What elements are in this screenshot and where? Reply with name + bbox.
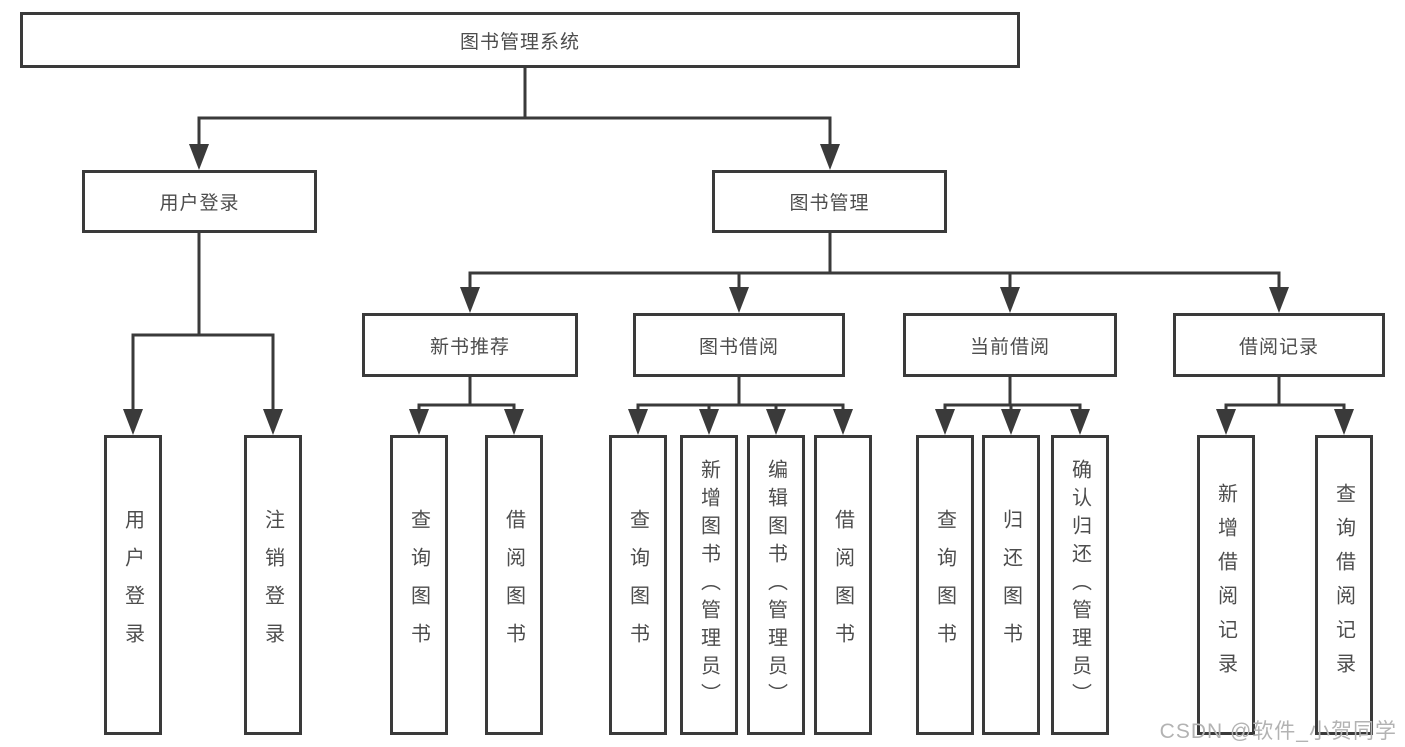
leaf-borrowing-borrow-books: 借阅图书 xyxy=(814,435,872,735)
leaf-current-return-books: 归还图书 xyxy=(982,435,1040,735)
leaf-current-confirm-return-admin: 确认归还（管理员） xyxy=(1051,435,1109,735)
leaf-logout: 注销登录 xyxy=(244,435,302,735)
node-book-borrowing: 图书借阅 xyxy=(633,313,845,377)
leaf-records-query-record: 查询借阅记录 xyxy=(1315,435,1373,735)
leaf-recommend-borrow-books: 借阅图书 xyxy=(485,435,543,735)
leaf-borrowing-edit-books-admin: 编辑图书（管理员） xyxy=(747,435,805,735)
node-user-login: 用户登录 xyxy=(82,170,317,233)
watermark: CSDN @软件_小贺同学 xyxy=(1159,720,1397,743)
node-root: 图书管理系统 xyxy=(20,12,1020,68)
leaf-borrowing-query-books: 查询图书 xyxy=(609,435,667,735)
arrowheads xyxy=(123,144,1354,435)
node-book-management: 图书管理 xyxy=(712,170,947,233)
leaf-current-query-books: 查询图书 xyxy=(916,435,974,735)
leaf-records-add-record: 新增借阅记录 xyxy=(1197,435,1255,735)
leaf-borrowing-add-books-admin: 新增图书（管理员） xyxy=(680,435,738,735)
node-borrowing-records: 借阅记录 xyxy=(1173,313,1385,377)
node-new-book-recommendation: 新书推荐 xyxy=(362,313,578,377)
leaf-recommend-query-books: 查询图书 xyxy=(390,435,448,735)
leaf-user-login: 用户登录 xyxy=(104,435,162,735)
node-current-borrowing: 当前借阅 xyxy=(903,313,1117,377)
